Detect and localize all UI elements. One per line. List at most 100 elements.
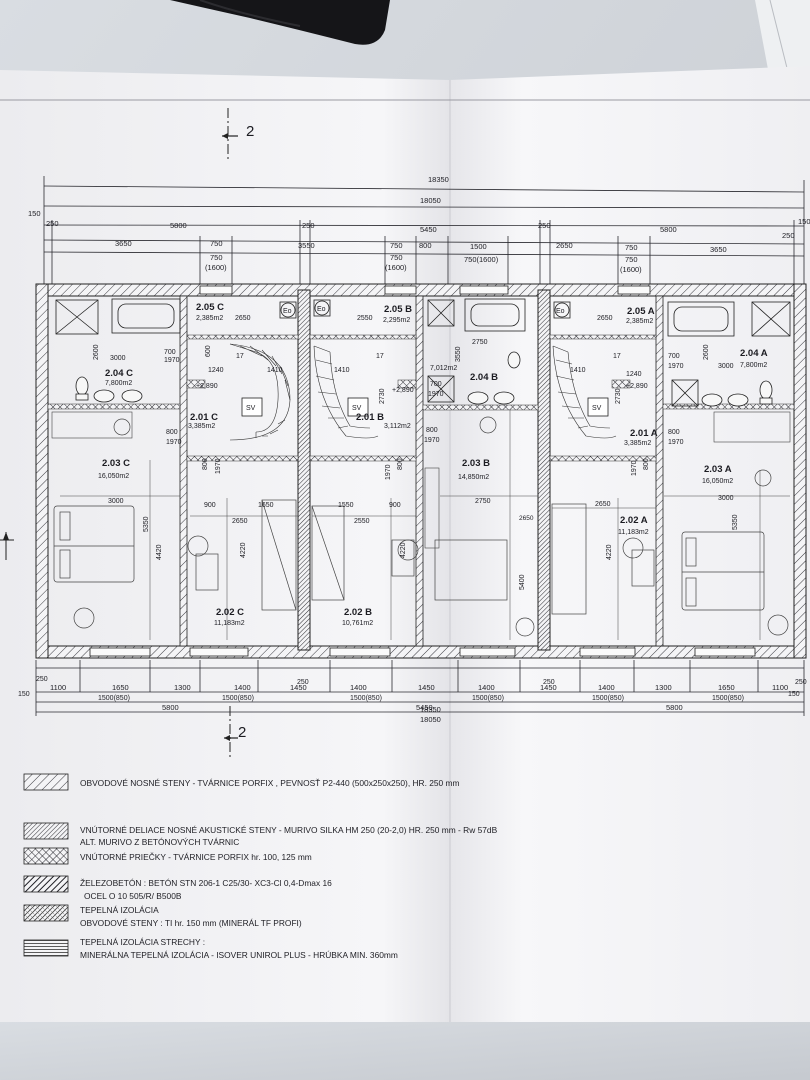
section-marker-top: 2: [222, 108, 254, 160]
svg-text:250: 250: [795, 679, 807, 686]
svg-text:3000: 3000: [718, 495, 734, 502]
svg-text:600: 600: [205, 345, 212, 357]
svg-text:1500(850): 1500(850): [712, 695, 744, 702]
legend-text: OBVODOVÉ NOSNÉ STENY - TVÁRNICE PORFIX ,…: [80, 778, 459, 788]
svg-text:3650: 3650: [710, 245, 727, 254]
room-label: 2.02 B: [344, 607, 372, 618]
svg-text:800: 800: [643, 458, 650, 470]
room-label: 2.04 C: [105, 368, 133, 379]
svg-text:800: 800: [419, 241, 432, 250]
legend-swatch-roof-insulation: [23, 939, 69, 957]
room-area: 7,800m2: [105, 380, 132, 387]
room-label: 2.05 B: [384, 304, 412, 315]
svg-text:750: 750: [390, 253, 403, 262]
svg-text:150: 150: [28, 209, 41, 218]
legend: OBVODOVÉ NOSNÉ STENY - TVÁRNICE PORFIX ,…: [23, 773, 498, 960]
room-label: 2.02 C: [216, 607, 244, 618]
svg-text:1970: 1970: [424, 437, 440, 444]
room-label: 2.04 A: [740, 348, 768, 359]
svg-text:700: 700: [164, 349, 176, 356]
svg-text:750: 750: [210, 253, 223, 262]
svg-text:2730: 2730: [615, 388, 622, 404]
room-area: 7,012m2: [430, 365, 457, 372]
room-label: 2.03 C: [102, 458, 130, 469]
shower-trays: [55, 299, 791, 407]
svg-text:1500(850): 1500(850): [592, 695, 624, 702]
svg-text:5800: 5800: [666, 703, 683, 712]
svg-text:250: 250: [297, 679, 309, 686]
svg-text:SV: SV: [592, 405, 602, 412]
room-area: 7,800m2: [740, 362, 767, 369]
legend-text: TEPELNÁ IZOLÁCIA STRECHY :: [80, 937, 205, 947]
svg-text:3550: 3550: [455, 346, 462, 362]
room-area: 16,050m2: [98, 473, 129, 480]
svg-text:5800: 5800: [170, 221, 187, 230]
svg-text:SV: SV: [246, 405, 256, 412]
room-area: 2,385m2: [626, 318, 653, 325]
svg-text:2750: 2750: [475, 498, 491, 505]
svg-text:18050: 18050: [420, 196, 441, 205]
legend-swatch-concrete: [23, 875, 69, 893]
svg-text:Eo: Eo: [283, 308, 292, 315]
svg-text:1650: 1650: [258, 502, 274, 509]
room-label: 2.01 B: [356, 412, 384, 423]
svg-text:1410: 1410: [334, 367, 350, 374]
svg-text:5350: 5350: [732, 514, 739, 530]
svg-text:250: 250: [543, 679, 555, 686]
legend-text: TEPELNÁ IZOLÁCIA: [80, 905, 159, 915]
svg-text:2650: 2650: [595, 501, 611, 508]
svg-text:17: 17: [613, 353, 621, 360]
interior-dimension-text: 2650 2550 2650 2750 3000 3000 700 1970 7…: [108, 315, 734, 525]
room-label: 2.04 B: [470, 372, 498, 383]
section-marker-bottom: 2: [224, 706, 246, 760]
windows: [89, 285, 756, 657]
legend-text: ALT. MURIVO Z BETÓNOVÝCH TVÁRNIC: [80, 837, 239, 847]
room-label: 2.01 C: [190, 412, 218, 423]
svg-text:750: 750: [625, 255, 638, 264]
svg-text:800: 800: [426, 427, 438, 434]
svg-text:1410: 1410: [267, 367, 283, 374]
room-label: 2.03 B: [462, 458, 490, 469]
svg-text:1500(850): 1500(850): [222, 695, 254, 702]
svg-text:2750: 2750: [472, 339, 488, 346]
svg-text:18350: 18350: [428, 175, 449, 184]
svg-text:4220: 4220: [400, 542, 407, 558]
svg-text:1100: 1100: [50, 683, 66, 692]
svg-text:1450: 1450: [290, 683, 307, 692]
svg-text:Eo: Eo: [556, 308, 565, 315]
svg-text:150: 150: [788, 691, 800, 698]
riser-boxes: SV SV SV: [241, 397, 609, 417]
svg-text:1970: 1970: [215, 458, 222, 474]
svg-text:2650: 2650: [232, 518, 248, 525]
section-label-top: 2: [246, 123, 254, 140]
room-label: 2.01 A: [630, 428, 658, 439]
room-area: 3,112m2: [384, 423, 411, 430]
svg-text:250: 250: [302, 221, 315, 230]
svg-text:1500(850): 1500(850): [350, 695, 382, 702]
svg-text:750(1600): 750(1600): [464, 255, 499, 264]
svg-text:+2,890: +2,890: [626, 383, 648, 390]
section-label-bottom: 2: [238, 724, 246, 741]
svg-text:700: 700: [430, 381, 442, 388]
svg-text:1400: 1400: [478, 683, 495, 692]
staircases: [229, 343, 617, 441]
bottom-dimension-lines: [35, 660, 805, 716]
svg-text:2650: 2650: [519, 515, 534, 522]
top-dimension-chains: [43, 176, 805, 290]
legend-text: ŽELEZOBETÓN : BETÓN STN 206-1 C25/30- XC…: [80, 878, 332, 888]
svg-text:4420: 4420: [156, 544, 163, 560]
svg-text:+2,890: +2,890: [196, 383, 218, 390]
exterior-walls: [35, 283, 807, 659]
room-area: 11,183m2: [214, 620, 245, 627]
room-area: 11,183m2: [618, 529, 649, 536]
svg-text:750: 750: [625, 243, 638, 252]
legend-text: MINERÁLNA TEPELNÁ IZOLÁCIA - ISOVER UNIR…: [80, 950, 398, 960]
section-marker-left: [0, 532, 14, 560]
svg-text:5400: 5400: [519, 574, 526, 590]
svg-text:1970: 1970: [385, 464, 392, 480]
svg-text:2600: 2600: [703, 344, 710, 360]
svg-text:1450: 1450: [418, 683, 435, 692]
boiler-icons: Eo Eo Eo: [279, 299, 571, 319]
svg-text:1100: 1100: [772, 683, 788, 692]
svg-text:1400: 1400: [350, 683, 367, 692]
